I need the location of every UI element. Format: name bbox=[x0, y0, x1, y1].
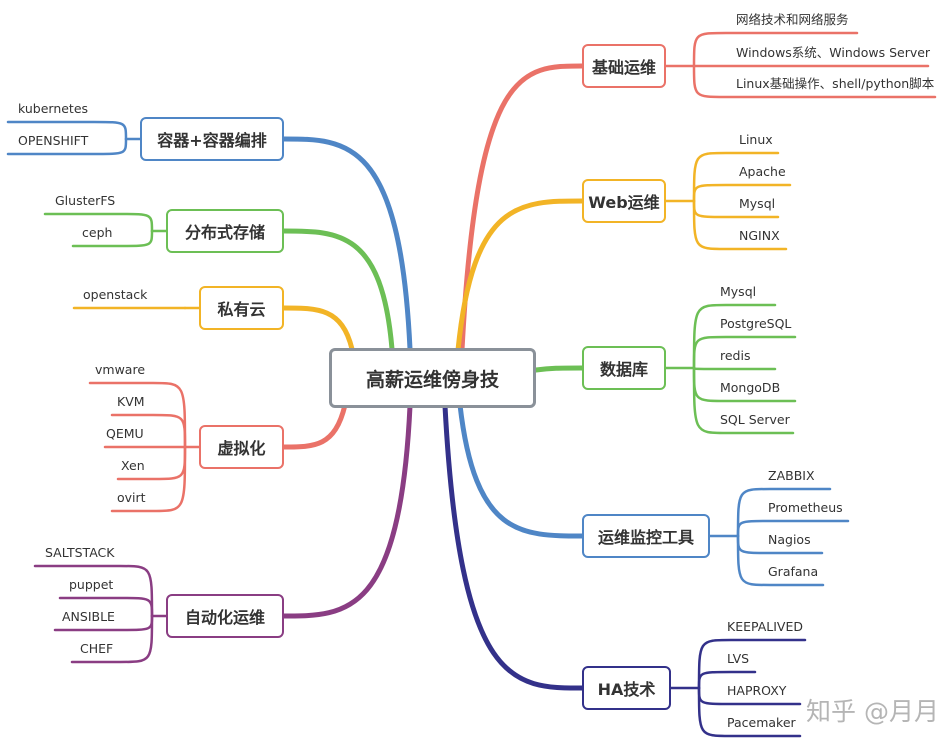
leaf-label[interactable]: Windows系统、Windows Server bbox=[736, 45, 931, 60]
leaf-label[interactable]: SALTSTACK bbox=[45, 545, 115, 560]
branch-connector bbox=[281, 228, 395, 352]
leaf-line bbox=[692, 151, 780, 203]
leaf-line bbox=[692, 366, 777, 371]
leaf-label[interactable]: ANSIBLE bbox=[62, 609, 115, 624]
leaf-label[interactable]: QEMU bbox=[106, 426, 144, 441]
leaf-line bbox=[736, 487, 832, 538]
topic-node[interactable]: Web运维 bbox=[582, 179, 666, 223]
leaf-line bbox=[43, 212, 154, 233]
leaf-line bbox=[736, 534, 825, 587]
branch-connector bbox=[457, 402, 585, 539]
leaf-label[interactable]: NGINX bbox=[739, 228, 780, 243]
leaf-line bbox=[58, 596, 154, 618]
branch-connector bbox=[281, 305, 355, 352]
branch-connector bbox=[459, 63, 585, 353]
leaf-label[interactable]: Mysql bbox=[720, 284, 757, 299]
topic-node[interactable]: 基础运维 bbox=[582, 44, 666, 88]
topic-node[interactable]: 自动化运维 bbox=[166, 594, 284, 638]
leaf-line bbox=[692, 64, 937, 99]
leaf-label[interactable]: GlusterFS bbox=[55, 193, 116, 208]
leaf-line bbox=[697, 638, 807, 690]
leaf-line bbox=[697, 670, 757, 690]
leaf-line bbox=[692, 199, 788, 251]
leaf-label[interactable]: LVS bbox=[727, 651, 750, 666]
leaf-line bbox=[6, 137, 128, 156]
leaf-label[interactable]: kubernetes bbox=[18, 101, 89, 116]
leaf-label[interactable]: KVM bbox=[117, 394, 145, 409]
topic-node[interactable]: 运维监控工具 bbox=[582, 514, 710, 558]
leaf-line bbox=[736, 519, 850, 538]
leaf-label[interactable]: CHEF bbox=[80, 641, 114, 656]
branch-connector bbox=[455, 198, 585, 353]
central-topic[interactable]: 高薪运维傍身技 bbox=[329, 348, 536, 408]
leaf-line bbox=[6, 120, 128, 141]
branch-connector bbox=[281, 402, 348, 450]
leaf-label[interactable]: Linux bbox=[739, 132, 773, 147]
leaf-label[interactable]: HAPROXY bbox=[727, 683, 787, 698]
leaf-label[interactable]: redis bbox=[720, 348, 751, 363]
leaf-line bbox=[71, 229, 154, 248]
leaf-label[interactable]: Prometheus bbox=[768, 500, 843, 515]
leaf-line bbox=[33, 564, 154, 618]
leaf-label[interactable]: ZABBIX bbox=[768, 468, 815, 483]
leaf-label[interactable]: Xen bbox=[121, 458, 145, 473]
leaf-line bbox=[110, 413, 187, 449]
leaf-label[interactable]: Apache bbox=[739, 164, 786, 179]
leaf-line bbox=[692, 31, 859, 68]
branch-connector bbox=[281, 403, 413, 619]
leaf-label[interactable]: 网络技术和网络服务 bbox=[736, 12, 849, 27]
leaf-line bbox=[697, 686, 802, 738]
leaf-label[interactable]: Grafana bbox=[768, 564, 819, 579]
leaf-line bbox=[692, 366, 795, 435]
topic-node[interactable]: 分布式存储 bbox=[166, 209, 284, 253]
leaf-line bbox=[70, 614, 154, 664]
topic-node[interactable]: 数据库 bbox=[582, 346, 666, 390]
leaf-label[interactable]: puppet bbox=[69, 577, 114, 592]
leaf-line bbox=[692, 183, 792, 203]
watermark: 知乎 @月月 bbox=[806, 697, 939, 726]
leaf-line bbox=[110, 445, 187, 513]
branch-connector bbox=[442, 403, 585, 691]
leaf-label[interactable]: PostgreSQL bbox=[720, 316, 792, 331]
leaf-label[interactable]: KEEPALIVED bbox=[727, 619, 804, 634]
leaf-label[interactable]: Pacemaker bbox=[727, 715, 796, 730]
branch-connector bbox=[281, 136, 413, 352]
topic-node[interactable]: 虚拟化 bbox=[199, 425, 284, 469]
topic-node[interactable]: 私有云 bbox=[199, 286, 284, 330]
leaf-label[interactable]: SQL Server bbox=[720, 412, 790, 427]
leaf-label[interactable]: openstack bbox=[83, 287, 148, 302]
leaf-label[interactable]: vmware bbox=[95, 362, 146, 377]
leaf-label[interactable]: Linux基础操作、shell/python脚本 bbox=[736, 76, 935, 91]
leaf-label[interactable]: ceph bbox=[82, 225, 113, 240]
leaf-label[interactable]: OPENSHIFT bbox=[18, 133, 89, 148]
leaf-label[interactable]: ovirt bbox=[117, 490, 146, 505]
branch-connector bbox=[533, 365, 585, 373]
leaf-label[interactable]: Mysql bbox=[739, 196, 776, 211]
leaf-label[interactable]: MongoDB bbox=[720, 380, 781, 395]
leaf-line bbox=[692, 335, 797, 370]
topic-node[interactable]: HA技术 bbox=[582, 666, 671, 710]
topic-node[interactable]: 容器+容器编排 bbox=[140, 117, 284, 161]
leaf-label[interactable]: Nagios bbox=[768, 532, 811, 547]
